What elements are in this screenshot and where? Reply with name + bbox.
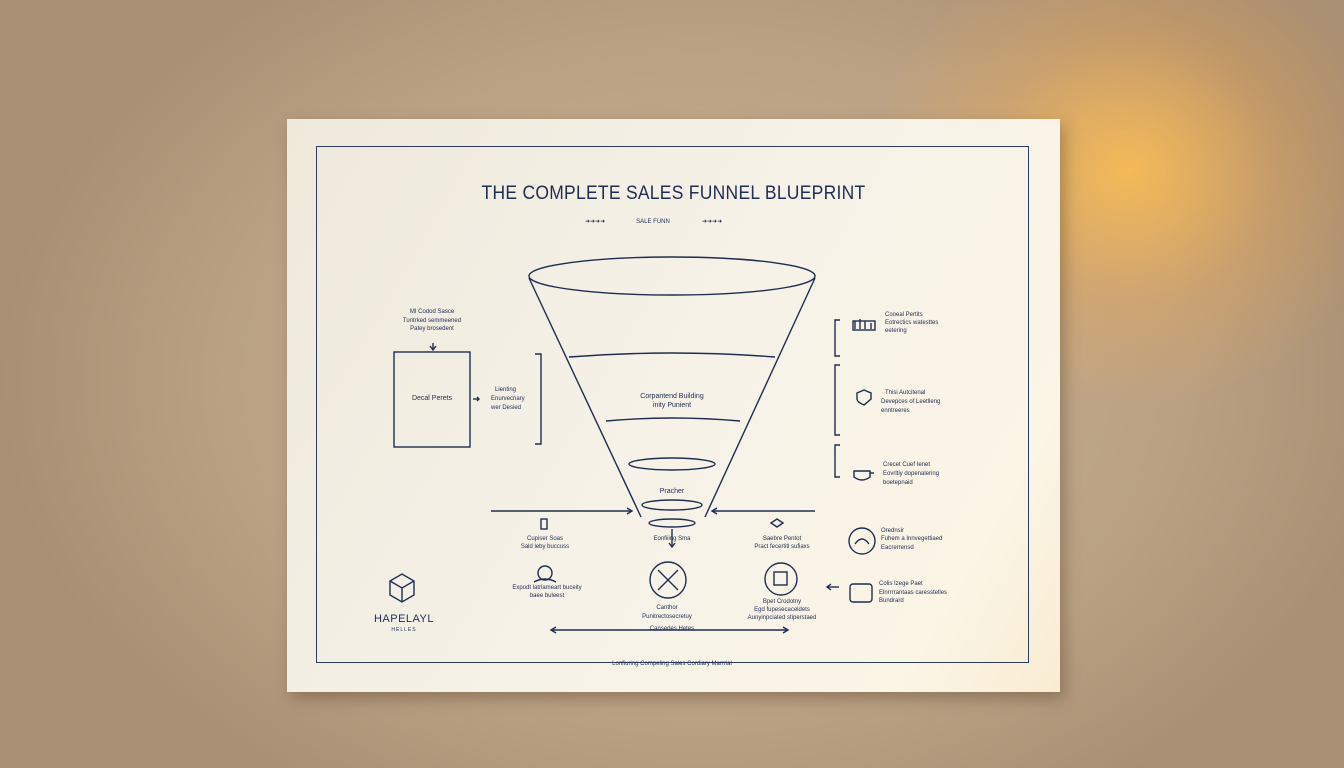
funnel-right-edge bbox=[704, 277, 816, 518]
left-header-2: Tuntrked semmeened bbox=[402, 318, 462, 324]
gauge-icon bbox=[848, 527, 876, 555]
people-icon bbox=[537, 565, 553, 581]
poster-subtitle: SALE FUNN bbox=[636, 219, 670, 225]
bottom-center-caption: Cansedes Hetes bbox=[649, 626, 695, 632]
bottom-right-title: Saebre Pentot bbox=[762, 536, 802, 542]
funnel-band-4 bbox=[641, 499, 703, 511]
left-note-1: Lienting bbox=[495, 387, 517, 393]
funnel-band-2 bbox=[605, 417, 741, 422]
left-note-2: Enurvecnary bbox=[491, 396, 525, 402]
bottom-center-note-2: Punitrectosecretuy bbox=[642, 614, 692, 620]
left-note-3: wer Desied bbox=[491, 405, 522, 411]
right-item-3-line-2: Eovrltiy dopenalering bbox=[883, 471, 940, 477]
right-item-3-line-3: boetepnaid bbox=[883, 480, 913, 486]
funnel-diagram bbox=[389, 256, 876, 634]
left-box-label: Decal Perets bbox=[411, 395, 453, 402]
diamond-icon bbox=[769, 518, 785, 528]
bottom-right-sub: Pract fecertitl sufiaxs bbox=[754, 544, 810, 550]
left-box bbox=[393, 351, 471, 448]
bottom-right-note-3: Aunyinpciated stiperstaed bbox=[747, 615, 817, 621]
bottom-left-note-1: Expodt latrlameart buceity bbox=[512, 585, 582, 591]
funnel-mid-label-1: Corpantend Building bbox=[640, 393, 704, 400]
right-item-1-line-1: Cooeal Pertits bbox=[885, 312, 923, 318]
document-icon bbox=[849, 583, 873, 603]
bottom-right-note-2: Egd fupesecaceldets bbox=[754, 607, 810, 613]
poster: THE COMPLETE SALES FUNNEL BLUEPRINT ➜➜➜➜… bbox=[287, 119, 1060, 692]
bottom-left-sub: Sald leby buccuss bbox=[520, 544, 570, 550]
right-row1-line-1: Orednsir bbox=[881, 528, 905, 534]
right-bracket-1 bbox=[834, 319, 840, 357]
left-bracket bbox=[535, 353, 542, 445]
right-bracket-3 bbox=[834, 444, 840, 478]
right-item-2-line-3: enntreeres bbox=[881, 408, 910, 414]
funnel-band-3 bbox=[628, 457, 716, 471]
bottom-center-title: Eonfiiing Sma bbox=[653, 536, 691, 542]
funnel-mid-label-2: inity Punient bbox=[652, 402, 692, 409]
bottles-icon bbox=[854, 319, 872, 329]
right-item-3-line-1: Crecet Cuef Ienet bbox=[883, 462, 931, 468]
poster-border bbox=[316, 146, 1029, 663]
right-item-1-line-2: Eotrectics watesttes bbox=[885, 320, 939, 326]
right-row1-line-2: Fuhem a Innvegettiaed bbox=[881, 536, 943, 542]
tools-icon bbox=[649, 561, 687, 599]
brand-tagline: HELLES bbox=[391, 627, 417, 633]
bottom-right-note-1: Bpet Crodotny bbox=[762, 599, 802, 605]
left-header-3: Patey brosedent bbox=[410, 326, 454, 332]
bottom-left-title: Cupiser Soas bbox=[526, 536, 564, 542]
funnel-bottom-label: Pracher bbox=[659, 488, 685, 495]
shield-icon bbox=[856, 389, 872, 406]
subtitle-arrows-right: ➜➜➜➜ bbox=[702, 219, 723, 225]
badge-icon bbox=[764, 562, 798, 596]
poster-title: THE COMPLETE SALES FUNNEL BLUEPRINT bbox=[481, 183, 866, 204]
subtitle-arrows-left: ➜➜➜➜ bbox=[585, 219, 606, 225]
funnel-tip bbox=[648, 518, 696, 528]
funnel-top-rim bbox=[528, 256, 816, 296]
brand-name: HAPELAYL bbox=[373, 613, 435, 625]
bottom-center-note-1: Canthor bbox=[656, 605, 678, 611]
poster-footer: Lonfiuring Compeling Sales Cordiary Marr… bbox=[612, 661, 732, 667]
left-header-1: MI Codod Sasce bbox=[409, 309, 455, 315]
brand-logo-icon bbox=[389, 573, 415, 603]
right-item-1-line-3: eetering bbox=[885, 328, 907, 334]
right-row2-line-2: Elnrrrrantaas caresstelles bbox=[879, 590, 948, 596]
right-row2-line-3: Bundrard bbox=[879, 598, 904, 604]
cup-icon bbox=[853, 470, 871, 481]
right-row1-line-3: Eacrerrensd bbox=[881, 545, 914, 551]
right-bracket-2 bbox=[834, 364, 840, 436]
funnel-band-1 bbox=[568, 352, 776, 358]
phone-icon bbox=[540, 518, 548, 530]
right-item-2-line-1: Thisi Autcitenal bbox=[885, 390, 926, 396]
funnel-left-edge bbox=[528, 277, 642, 518]
bottom-left-note-2: baee buleest bbox=[529, 593, 565, 599]
right-item-2-line-2: Devepces of Leetlleng bbox=[881, 399, 941, 405]
right-row2-line-1: Colis Izege Paet bbox=[879, 581, 923, 587]
